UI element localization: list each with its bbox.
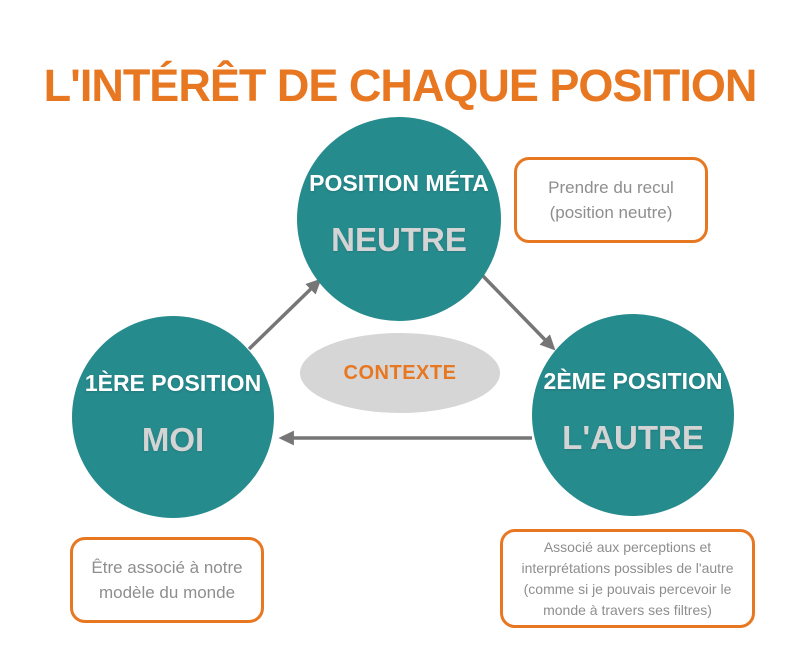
callout-autre-line-3: (comme si je pouvais percevoir le: [523, 580, 732, 597]
arrow-moi-to-meta: [247, 278, 322, 351]
context-ellipse: CONTEXTE: [300, 333, 500, 413]
circle-premiere-position: 1ÈRE POSITION MOI: [72, 316, 274, 518]
circle-position-meta: POSITION MÉTA NEUTRE: [297, 117, 501, 321]
circle-meta-subtitle: NEUTRE: [331, 220, 467, 258]
circle-moi-label: 1ÈRE POSITION: [84, 369, 262, 396]
callout-note-meta: Prendre du recul (position neutre): [514, 157, 708, 243]
callout-meta-line-2: (position neutre): [549, 203, 673, 222]
circle-autre-label: 2ÈME POSITION: [543, 367, 723, 394]
page-title: L'INTÉRÊT DE CHAQUE POSITION: [43, 60, 758, 112]
circle-moi-subtitle: MOI: [141, 420, 205, 458]
callout-note-autre: Associé aux perceptions et interprétatio…: [500, 529, 755, 628]
callout-autre-line-1: Associé aux perceptions et: [543, 538, 712, 555]
circle-autre-subtitle: L'AUTRE: [562, 418, 704, 456]
circle-meta-label: POSITION MÉTA: [309, 169, 489, 196]
callout-meta-line-1: Prendre du recul: [548, 177, 674, 197]
callout-note-moi: Être associé à notre modèle du monde: [70, 537, 264, 623]
arrow-meta-to-autre: [480, 273, 556, 351]
callout-autre-line-4: monde à travers ses filtres): [543, 601, 712, 618]
callout-moi-line-2: modèle du monde: [98, 583, 236, 602]
callout-moi-line-1: Être associé à notre: [91, 557, 243, 577]
callout-autre-line-2: interprétations possibles de l'autre: [521, 559, 734, 576]
context-label: CONTEXTE: [343, 361, 457, 384]
circle-deuxieme-position: 2ÈME POSITION L'AUTRE: [532, 314, 734, 516]
